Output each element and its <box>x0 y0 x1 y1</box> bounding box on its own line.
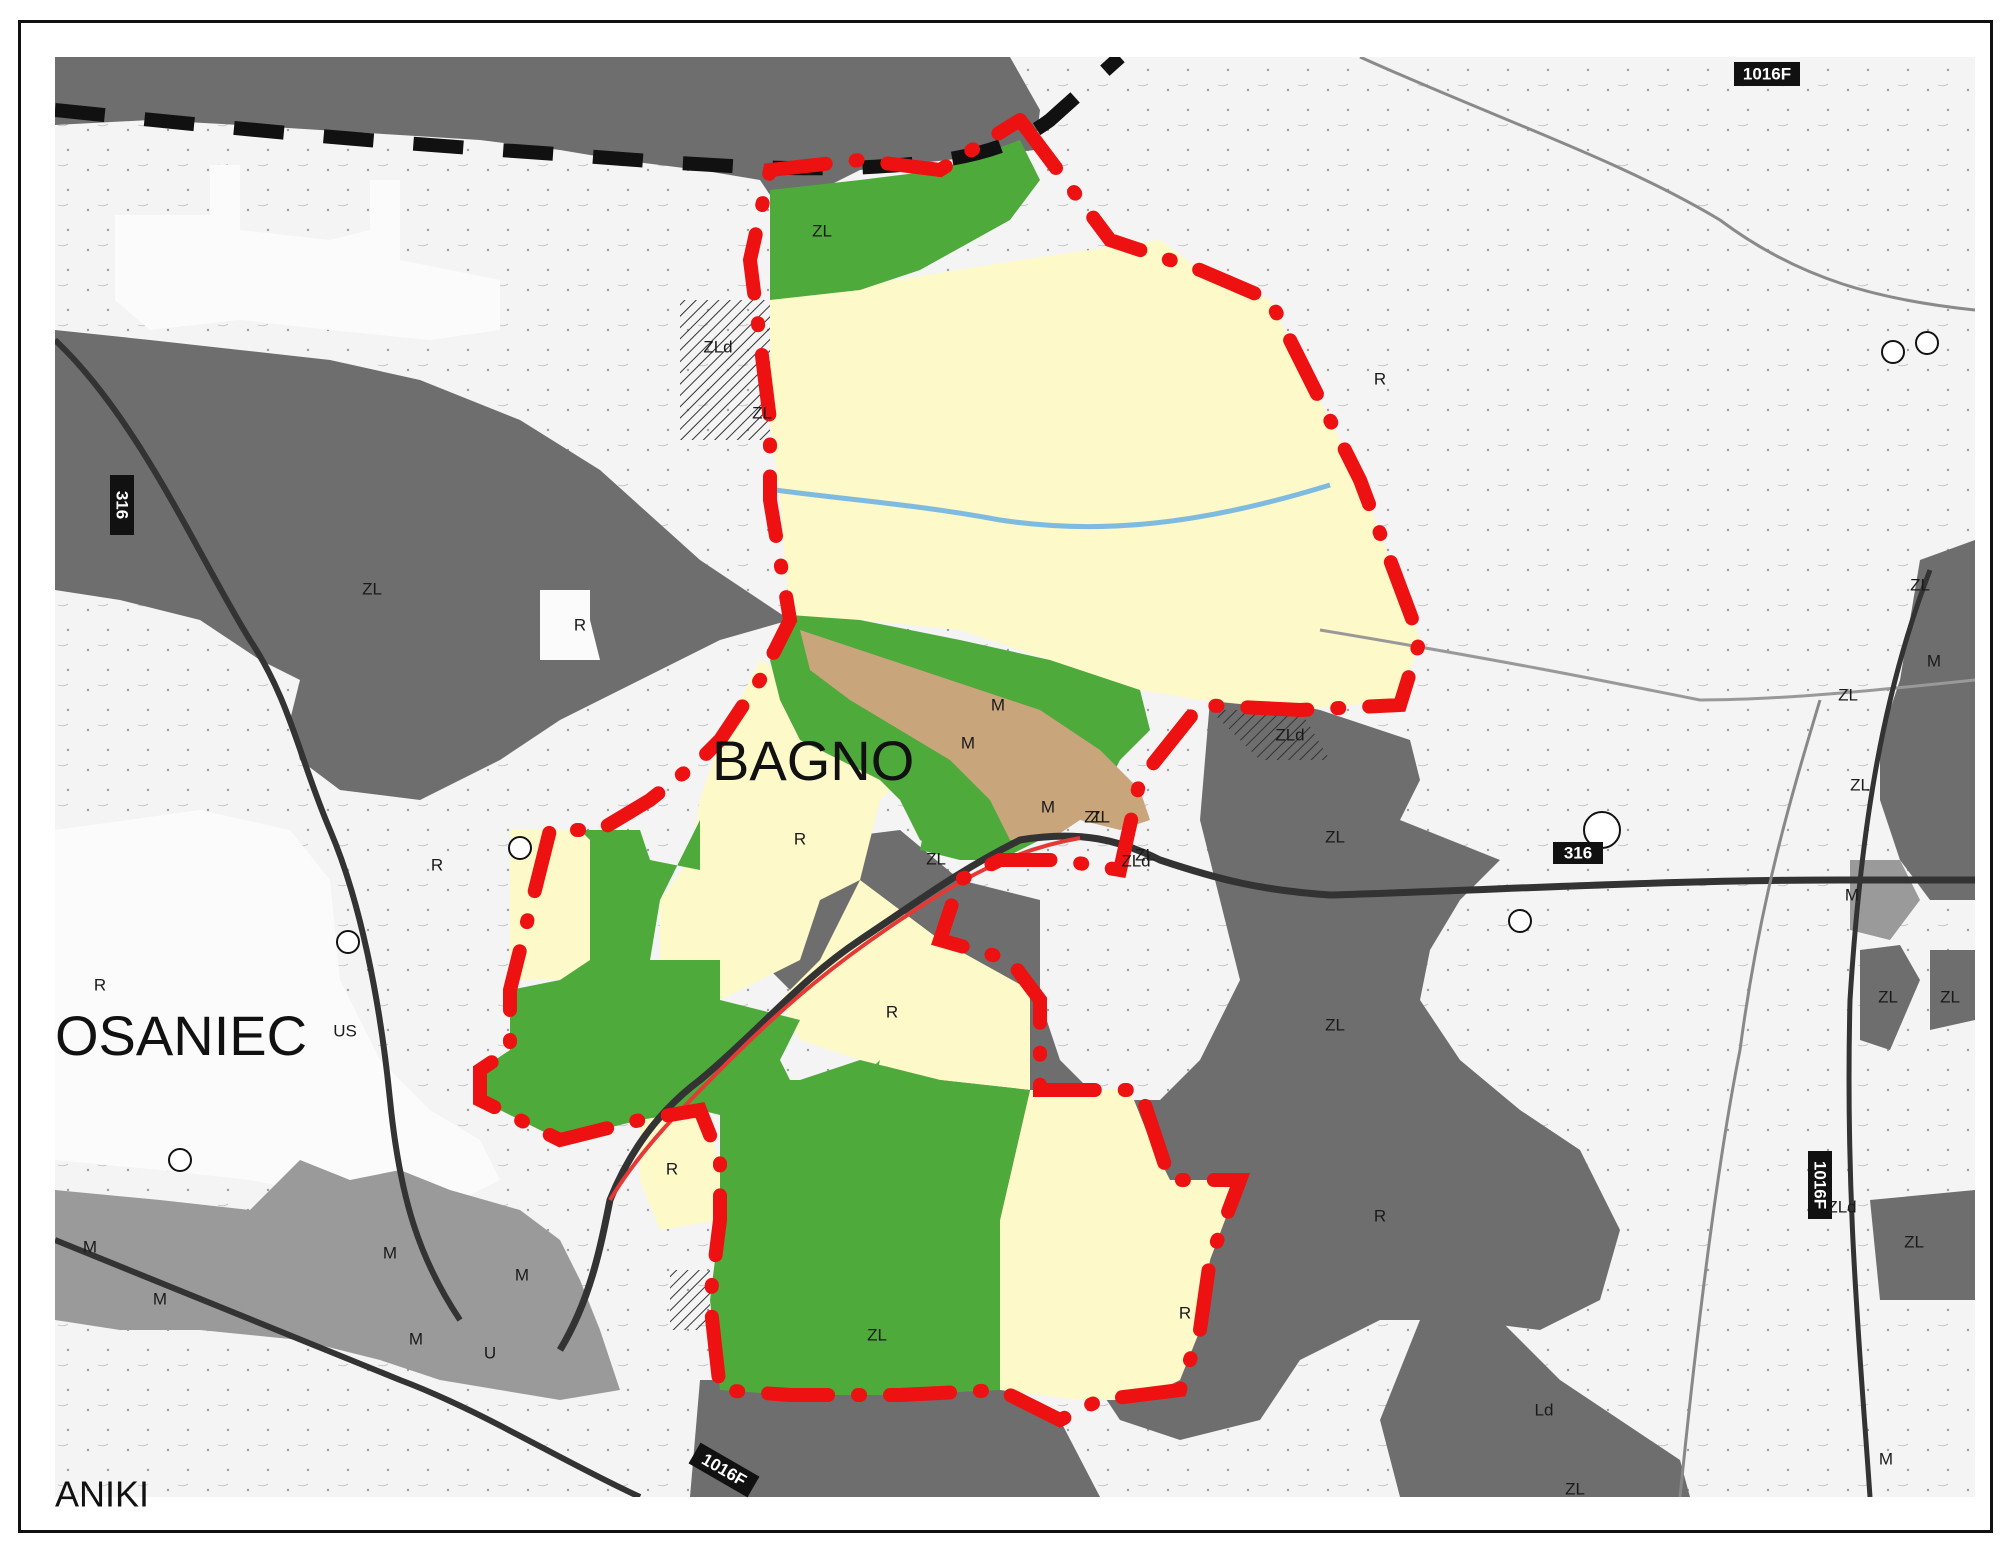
road-south-east <box>1678 699 1822 1497</box>
planned-forest-east-patch <box>920 790 1000 860</box>
svg-text:1016F: 1016F <box>1811 1161 1830 1209</box>
zone-label: ZL <box>1940 987 1960 1006</box>
zone-label: ZLd <box>1827 1197 1856 1216</box>
zone-label: ZL <box>1910 575 1930 594</box>
zone-label: US <box>333 1021 357 1040</box>
place-label-aniki: ANIKI <box>55 1474 149 1515</box>
road-316-main <box>556 832 1975 1352</box>
zone-label: Ld <box>1535 1400 1554 1419</box>
road-shield-316-east: 316 <box>1553 842 1603 864</box>
zone-label: R <box>94 975 106 994</box>
clearing-northwest <box>115 165 500 340</box>
zone-labels: ZL ZLd ZL ZL R R M M M ZLd ZL ZL ZL R ZL… <box>83 221 1960 1498</box>
zone-label: ZL <box>1878 987 1898 1006</box>
agricultural-area-north <box>770 240 1420 710</box>
settlement-bagno <box>800 630 1150 840</box>
zone-label: M <box>409 1329 423 1348</box>
agricultural-area-west-strip <box>510 830 590 980</box>
zone-label: M <box>153 1289 167 1308</box>
zone-label: ZLd <box>1275 725 1304 744</box>
zone-label: ZL <box>1084 807 1104 826</box>
road-shield-1016f-east: 1016F <box>1808 1151 1832 1219</box>
hatched-zld-east <box>1210 710 1330 760</box>
zone-label: R <box>431 855 443 874</box>
road-shield-316-west: 316 <box>110 475 134 535</box>
road-northeast <box>1359 57 1975 312</box>
zone-label: ZL <box>926 849 946 868</box>
well-symbol-3 <box>168 1148 192 1172</box>
zone-label: M <box>383 1243 397 1262</box>
planned-forest-west <box>480 780 880 1140</box>
zone-label: ZL <box>1565 1479 1585 1498</box>
zone-label: ZL <box>1090 807 1110 826</box>
clearing-west-R <box>540 590 600 660</box>
well-symbol-5 <box>1915 331 1939 355</box>
admin-boundary-north <box>55 57 1125 176</box>
zone-label: M <box>1845 885 1859 904</box>
zone-label: M <box>515 1265 529 1284</box>
zone-label: M <box>1041 797 1055 816</box>
forest-area-far-east <box>1880 540 1975 900</box>
zone-label: M <box>1927 651 1941 670</box>
svg-text:1016F: 1016F <box>1743 64 1791 83</box>
forest-area-west <box>55 330 790 800</box>
zone-label: M <box>991 695 1005 714</box>
place-label-osaniec: OSANIEC <box>55 1004 307 1067</box>
settlement-osaniec <box>55 1160 620 1400</box>
zone-label: M <box>83 1237 97 1256</box>
road-316-north-south <box>55 337 463 1322</box>
zone-label: ZL <box>1325 827 1345 846</box>
stream <box>774 482 1331 530</box>
zone-label: ZL <box>1904 1232 1924 1251</box>
place-label-bagno: BAGNO <box>712 729 914 792</box>
zone-label: R <box>1374 369 1386 388</box>
hatched-south-strip <box>670 1270 710 1330</box>
study-area-boundary <box>473 113 1428 1428</box>
forest-area-mid-east <box>1860 945 1920 1050</box>
planned-forest-north <box>770 140 1040 300</box>
agricultural-area-central <box>780 880 1030 1090</box>
forest-area-mid-east-2 <box>1930 950 1975 1030</box>
zone-label: ZL <box>867 1325 887 1344</box>
road-railway-south <box>55 1237 642 1497</box>
zone-label: R <box>574 615 586 634</box>
zone-label: ZL <box>752 403 772 422</box>
zone-label: ZL <box>1135 845 1155 864</box>
zone-label: U <box>484 1343 496 1362</box>
well-symbol-2 <box>336 930 360 954</box>
zone-label: R <box>886 1002 898 1021</box>
zone-label: ZL <box>362 579 382 598</box>
zone-label: ZL <box>1850 775 1870 794</box>
zone-label: R <box>794 829 806 848</box>
forest-area-far-east-low <box>1870 1190 1975 1300</box>
forest-area-southeast <box>1380 1320 1690 1497</box>
zone-label: ZLd <box>703 337 732 356</box>
zone-label: R <box>666 1159 678 1178</box>
planned-forest-south <box>710 1060 1030 1395</box>
zone-label: M <box>1879 1449 1893 1468</box>
well-symbol-4 <box>1881 340 1905 364</box>
zone-label: ZLd <box>1121 851 1150 870</box>
zone-label: M <box>961 733 975 752</box>
svg-text:316: 316 <box>113 491 132 519</box>
zone-label: R <box>1179 1303 1191 1322</box>
svg-text:316: 316 <box>1564 843 1592 862</box>
zone-label: ZL <box>1838 685 1858 704</box>
forest-area-south <box>690 1380 1100 1497</box>
agricultural-area-south-R <box>640 1110 720 1230</box>
road-east <box>1319 628 1975 702</box>
road-1016f-east-line <box>1846 569 1933 1497</box>
zone-label: ZL <box>1325 1015 1345 1034</box>
road-shield-1016f-top: 1016F <box>1734 62 1800 86</box>
well-symbol-1 <box>508 836 532 860</box>
zone-label: ZL <box>812 221 832 240</box>
agricultural-area-southeast <box>1000 1090 1240 1400</box>
zone-label: R <box>1374 1206 1386 1225</box>
well-symbol-6 <box>1508 909 1532 933</box>
